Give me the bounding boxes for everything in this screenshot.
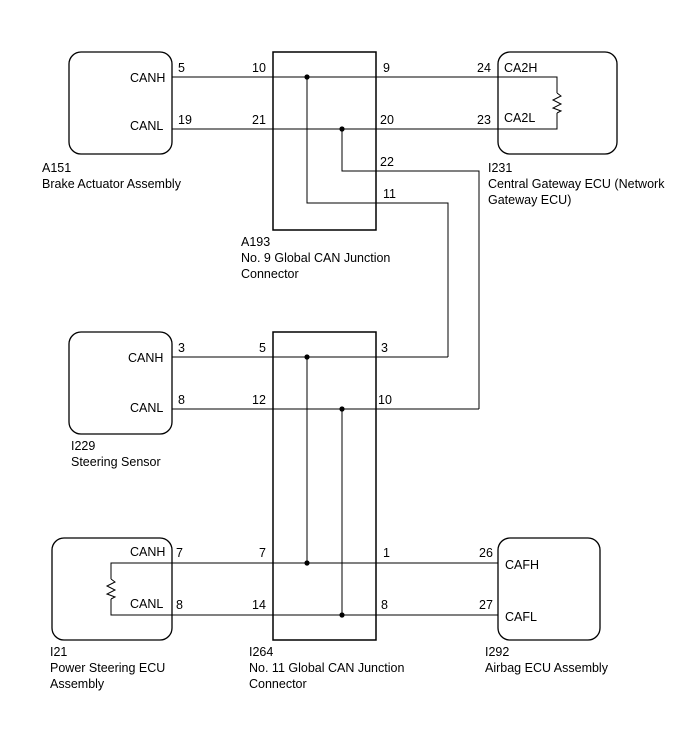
i229-canh-label: CANH — [128, 351, 163, 365]
i292-code: I292 — [485, 645, 509, 659]
a151-canl-label: CANL — [130, 119, 163, 133]
i21-resistor-icon — [105, 578, 117, 600]
splice-dots — [304, 74, 345, 618]
i21-name-line2: Assembly — [50, 677, 105, 691]
i264-pin-right-mid: 10 — [378, 393, 392, 407]
i231-res-lead-bottom — [498, 113, 558, 130]
splice-dot — [304, 74, 310, 80]
i229-canl-pin: 8 — [178, 393, 185, 407]
i21-canh-pin: 7 — [176, 546, 183, 560]
a193-name-line1: No. 9 Global CAN Junction — [241, 251, 390, 265]
a193-pin-left-l: 21 — [252, 113, 266, 127]
i264-junction-box — [272, 331, 377, 641]
brake-actuator-box — [68, 51, 173, 155]
i292-l-label: CAFL — [505, 610, 537, 624]
a151-name: Brake Actuator Assembly — [42, 177, 182, 191]
a151-canh-pin: 5 — [178, 61, 185, 75]
i264-pin-left-mid: 12 — [252, 393, 266, 407]
i21-res-lead-bottom — [110, 599, 172, 616]
i231-code: I231 — [488, 161, 512, 175]
steering-sensor-box — [68, 331, 173, 435]
i264-pin-right-top: 3 — [381, 341, 388, 355]
i231-h-pin: 24 — [477, 61, 491, 75]
a151-canl-pin: 19 — [178, 113, 192, 127]
i264-name-line1: No. 11 Global CAN Junction — [249, 661, 404, 675]
i292-l-pin: 27 — [479, 598, 493, 612]
i229-name: Steering Sensor — [71, 455, 161, 469]
a193-pin-right-h: 9 — [383, 61, 390, 75]
i264-pin-right-b1: 1 — [383, 546, 390, 560]
a193-pin-left-h: 10 — [252, 61, 266, 75]
i21-res-lead-top — [110, 562, 172, 579]
i264-pin-left-b2: 14 — [252, 598, 266, 612]
splice-dot — [339, 126, 345, 132]
junction-internal-wires — [273, 76, 376, 616]
i264-pin-right-b2: 8 — [381, 598, 388, 612]
splice-dot — [339, 406, 345, 412]
i231-l-pin: 23 — [477, 113, 491, 127]
i21-code: I21 — [50, 645, 67, 659]
i229-canh-pin: 3 — [178, 341, 185, 355]
i292-name: Airbag ECU Assembly — [485, 661, 609, 675]
i21-name-line1: Power Steering ECU — [50, 661, 165, 675]
a151-canh-label: CANH — [130, 71, 165, 85]
resistors — [105, 76, 563, 616]
i231-name-line2: Gateway ECU) — [488, 193, 571, 207]
i292-h-label: CAFH — [505, 558, 539, 572]
i292-h-pin: 26 — [479, 546, 493, 560]
a193-pin-22: 22 — [380, 155, 394, 169]
splice-dot — [304, 354, 310, 360]
i231-res-lead-top — [498, 76, 558, 93]
i264-pin-left-b1: 7 — [259, 546, 266, 560]
i264-name-line2: Connector — [249, 677, 307, 691]
i231-name-line1: Central Gateway ECU (Network — [488, 177, 665, 191]
i231-resistor-icon — [551, 92, 563, 114]
i21-canl-label: CANL — [130, 597, 163, 611]
a193-junction-box — [272, 51, 377, 231]
i21-canl-pin: 8 — [176, 598, 183, 612]
i229-code: I229 — [71, 439, 95, 453]
a193-pin-right-l: 20 — [380, 113, 394, 127]
i264-code: I264 — [249, 645, 273, 659]
a193-pin-11: 11 — [383, 187, 396, 201]
a193-code: A193 — [241, 235, 270, 249]
i229-canl-label: CANL — [130, 401, 163, 415]
a151-code: A151 — [42, 161, 71, 175]
a193-int-pin22 — [341, 129, 376, 172]
splice-dot — [339, 612, 345, 618]
i264-pin-left-top: 5 — [259, 341, 266, 355]
airbag-ecu-box — [497, 537, 601, 641]
i231-h-label: CA2H — [504, 61, 537, 75]
i21-canh-label: CANH — [130, 545, 165, 559]
a193-name-line2: Connector — [241, 267, 299, 281]
a193-int-pin11 — [306, 77, 376, 204]
splice-dot — [304, 560, 310, 566]
i231-l-label: CA2L — [504, 111, 535, 125]
